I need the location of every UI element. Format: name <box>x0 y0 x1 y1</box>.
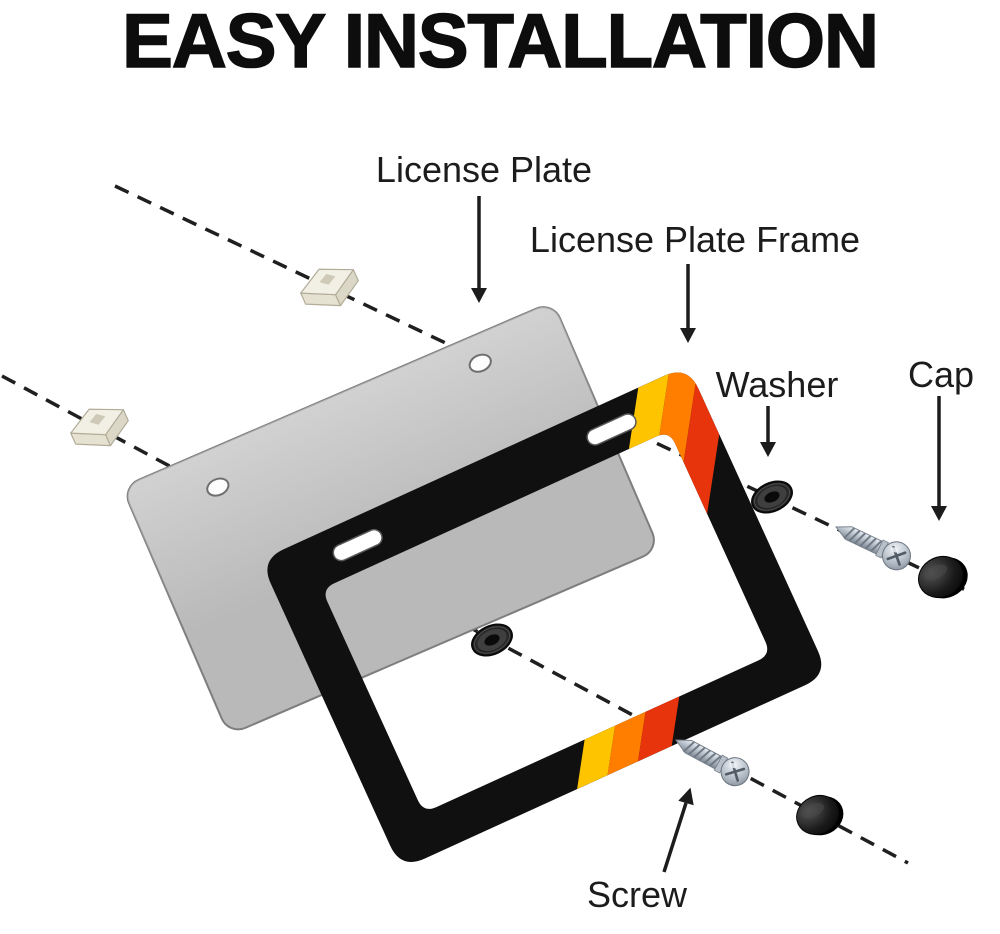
callout-arrows <box>471 196 947 873</box>
screw-arrowhead <box>678 787 694 806</box>
cap-bottom <box>789 786 851 845</box>
plastic-clip-top <box>294 255 366 319</box>
screw-arrow <box>662 802 688 873</box>
callout-labels: License Plate License Plate Frame Washer… <box>376 149 974 915</box>
cap-arrowhead <box>931 506 947 521</box>
license-plate-label: License Plate <box>376 149 592 190</box>
screw-label: Screw <box>587 874 688 915</box>
cap-top <box>911 547 976 608</box>
plate-hole-right <box>468 353 492 373</box>
license-plate-arrowhead <box>471 288 487 303</box>
washer-arrowhead <box>760 442 776 457</box>
cap-label: Cap <box>908 354 974 395</box>
assembly-axis-top <box>114 184 973 595</box>
plastic-clip-bottom <box>64 395 136 459</box>
license-plate-frame-label: License Plate Frame <box>530 219 860 260</box>
plate-hole-left <box>206 477 230 497</box>
screw-top <box>828 513 917 576</box>
frame-arrowhead <box>680 328 696 343</box>
frame-ring <box>267 372 822 862</box>
frame-slot-right <box>586 413 637 446</box>
page-title: EASY INSTALLATION <box>122 0 878 84</box>
washer-label: Washer <box>716 364 839 405</box>
frame-slot-left <box>332 528 383 562</box>
